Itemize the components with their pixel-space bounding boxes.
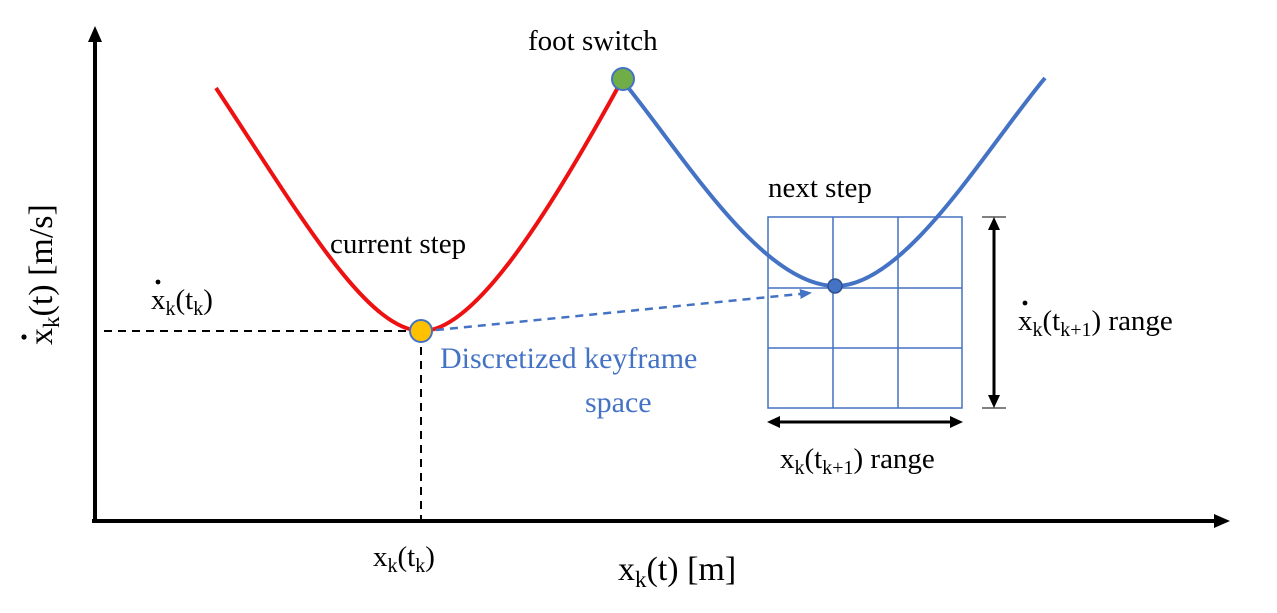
xdot-range-label: xk(tk+1) range [1018, 305, 1173, 341]
xk-tk-label: xk(tk) [373, 541, 435, 577]
y-axis-dot-accent [21, 334, 27, 340]
svg-text:xk(t) [m/s]: xk(t) [m/s] [23, 204, 64, 345]
current-step-label: current step [330, 228, 466, 260]
x-range-arrowhead-left [767, 416, 780, 428]
xdot-tk-dot-accent [155, 279, 161, 285]
x-axis-title: xk(t) [m] [618, 551, 736, 592]
current-step-curve [214, 79, 624, 334]
xdot-tk-label: xk(tk) [151, 284, 213, 320]
x-range-arrowhead-right [950, 416, 963, 428]
foot-switch-point [611, 67, 635, 91]
keyframe-grid [767, 216, 963, 409]
next-keyframe-point [827, 278, 843, 294]
keyframe-transition-arrow [435, 289, 812, 332]
x-range-label: xk(tk+1) range [780, 443, 935, 479]
xdot-range-arrowhead-bottom [988, 395, 1000, 408]
xdot-range-arrowhead-top [988, 217, 1000, 230]
foot-switch-label: foot switch [528, 25, 658, 57]
y-axis-title: xk(t) [m/s] [21, 204, 64, 345]
xdot-range-dot-accent [1022, 300, 1028, 306]
y-axis-arrowhead [88, 26, 102, 42]
x-axis-arrowhead [1214, 514, 1230, 528]
current-keyframe-point [409, 319, 433, 343]
keyframe-space-label-line1: Discretized keyframe [440, 342, 697, 375]
keyframe-space-label-line2: space [585, 386, 652, 419]
next-step-label: next step [768, 172, 872, 204]
